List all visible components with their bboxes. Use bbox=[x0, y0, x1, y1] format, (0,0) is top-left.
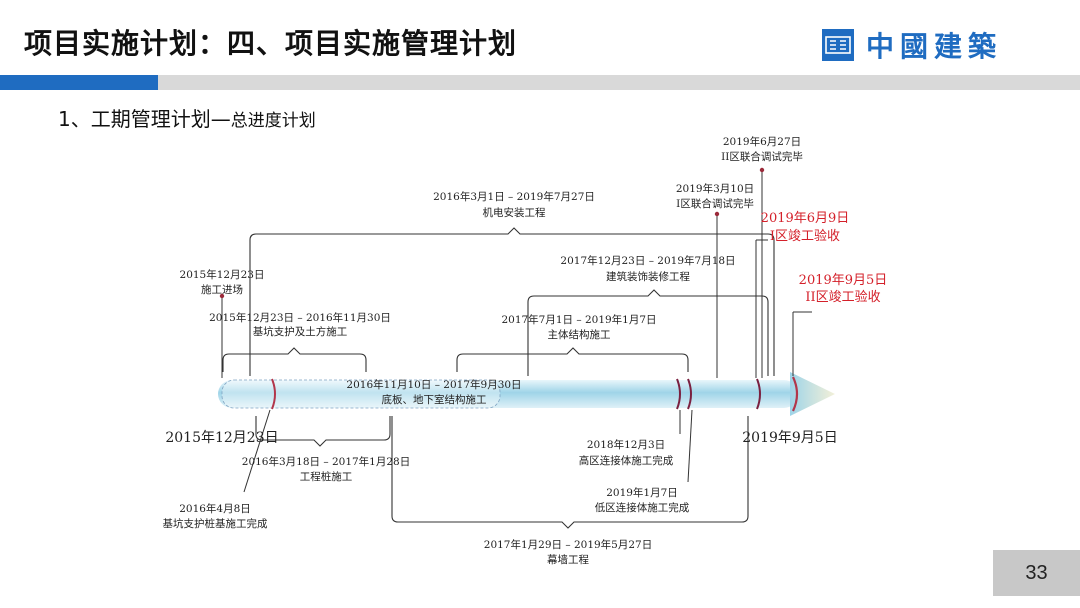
zone2-accept-name: II区竣工验收 bbox=[805, 289, 880, 305]
zone1-accept-date: 2019年6月9日 bbox=[761, 211, 850, 226]
zone2-test-date: 2019年6月27日 bbox=[723, 135, 801, 148]
low-zone-name: 低区连接体施工完成 bbox=[595, 501, 690, 514]
basement-date: 2016年11月10日 – 2017年9月30日 bbox=[346, 378, 521, 391]
zone2-test-name: II区联合调试完毕 bbox=[721, 150, 803, 163]
curtain-bracket bbox=[391, 416, 749, 529]
excavation-name: 基坑支护及土方施工 bbox=[253, 325, 348, 338]
piles-date: 2016年3月18日 – 2017年1月28日 bbox=[242, 455, 410, 468]
company-logo: 中國建築 bbox=[822, 28, 1003, 63]
start-date-label: 2015年12月23日 bbox=[165, 430, 278, 446]
milestone-lines bbox=[221, 170, 812, 493]
high-zone-name: 高区连接体施工完成 bbox=[579, 454, 674, 467]
low-zone-date: 2019年1月7日 bbox=[606, 486, 678, 499]
excavation-date: 2015年12月23日 – 2016年11月30日 bbox=[209, 311, 391, 324]
site-entry-date: 2015年12月23日 bbox=[180, 268, 265, 281]
decoration-name: 建筑装饰装修工程 bbox=[606, 270, 690, 283]
timeline-arrow bbox=[218, 372, 835, 416]
mep-name: 机电安装工程 bbox=[483, 206, 546, 219]
pile-done-name: 基坑支护桩基施工完成 bbox=[163, 517, 268, 530]
logo-text: 中國建築 bbox=[866, 30, 1003, 63]
mep-date: 2016年3月1日 – 2019年7月27日 bbox=[433, 190, 595, 203]
subtitle-small: 总进度计划 bbox=[230, 111, 316, 131]
zone1-test-date: 2019年3月10日 bbox=[676, 182, 754, 195]
curtain-date: 2017年1月29日 – 2019年5月27日 bbox=[484, 538, 652, 551]
end-date-label: 2019年9月5日 bbox=[742, 430, 837, 446]
cscec-logo-icon bbox=[822, 29, 854, 61]
subtitle-main: 1、工期管理计划— bbox=[58, 107, 231, 131]
main-structure-date: 2017年7月1日 – 2019年1月7日 bbox=[501, 313, 656, 326]
decoration-date: 2017年12月23日 – 2019年7月18日 bbox=[560, 254, 735, 267]
basement-name: 底板、地下室结构施工 bbox=[382, 393, 487, 406]
site-entry-name: 施工进场 bbox=[201, 283, 243, 296]
main-structure-name: 主体结构施工 bbox=[548, 328, 611, 341]
header-band bbox=[158, 75, 1080, 90]
piles-name: 工程桩施工 bbox=[300, 470, 353, 483]
decoration-bracket bbox=[527, 289, 769, 376]
high-zone-date: 2018年12月3日 bbox=[587, 438, 665, 451]
page-number: 33 bbox=[993, 550, 1080, 596]
zone1-test-name: I区联合调试完毕 bbox=[676, 197, 754, 210]
section-subtitle: 1、工期管理计划—总进度计划 bbox=[58, 103, 316, 132]
mep-bracket bbox=[249, 227, 775, 376]
main-structure-bracket bbox=[456, 347, 689, 372]
piles-bracket bbox=[255, 416, 391, 447]
curtain-name: 幕墙工程 bbox=[547, 553, 589, 566]
zone1-accept-name: I区竣工验收 bbox=[770, 228, 840, 244]
page-title: 项目实施计划：四、项目实施管理计划 bbox=[24, 27, 518, 60]
excavation-bracket bbox=[222, 347, 367, 372]
header-band-accent bbox=[0, 75, 158, 90]
milestone-dots bbox=[219, 167, 765, 299]
pile-done-date: 2016年4月8日 bbox=[179, 502, 251, 515]
brackets bbox=[222, 227, 775, 529]
zone2-accept-date: 2019年9月5日 bbox=[799, 273, 888, 288]
